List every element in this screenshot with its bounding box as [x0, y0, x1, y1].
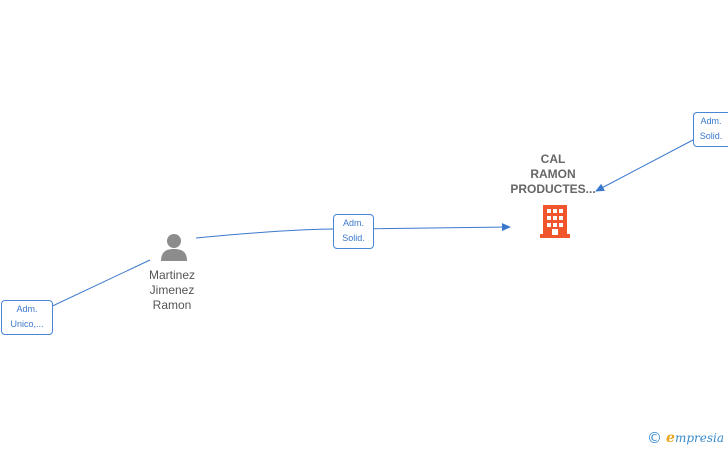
brand-logo[interactable]: empresia: [666, 430, 724, 446]
brand-initial: e: [666, 430, 675, 446]
person-icon[interactable]: [159, 232, 189, 262]
person-name-line: Martinez: [148, 268, 195, 282]
company-name-line: CAL: [540, 152, 566, 166]
edge-label-line: Solid.: [342, 233, 365, 243]
edge-label-external-company[interactable]: Adm. Solid.: [693, 112, 728, 147]
person-name-line: Ramon: [152, 298, 192, 312]
building-icon[interactable]: [539, 203, 571, 239]
copyright-icon: ©: [647, 429, 663, 447]
company-name[interactable]: CAL RAMON PRODUCTES...: [503, 152, 603, 197]
brand-name: mpresia: [674, 431, 724, 445]
edge-label-line: Adm.: [700, 116, 722, 126]
edge-label-external-person[interactable]: Adm. Unico,...: [1, 300, 53, 335]
company-name-line: RAMON: [530, 167, 576, 181]
edge-label-person-company[interactable]: Adm. Solid.: [333, 214, 374, 249]
edge-label-line: Adm.: [342, 218, 364, 228]
person-name-line: Jimenez: [149, 283, 195, 297]
edge-label-line: Solid.: [699, 131, 723, 141]
company-name-line: PRODUCTES...: [510, 182, 596, 196]
link-external-to-company: [595, 129, 713, 192]
person-name[interactable]: Martinez Jimenez Ramon: [132, 268, 212, 313]
edge-label-line: Adm.: [16, 304, 38, 314]
edge-label-line: Unico,...: [10, 319, 44, 329]
footer-brand: © empresia: [647, 430, 724, 446]
